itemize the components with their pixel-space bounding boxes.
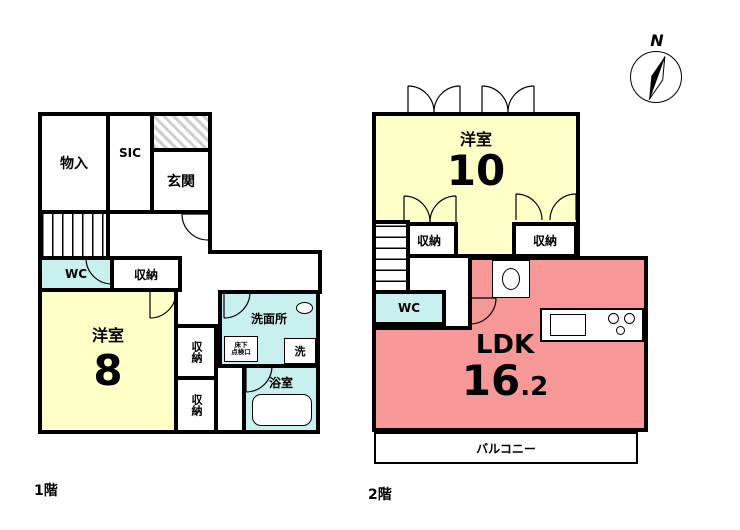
wall-segment: [468, 256, 648, 260]
washer-box: 洗: [284, 338, 316, 364]
room-label: WC: [64, 267, 88, 281]
wall-segment: [372, 326, 376, 432]
balcony: バルコニー: [374, 432, 638, 464]
room-1f-wc: WC: [38, 256, 114, 292]
balcony-label: バルコニー: [476, 441, 536, 456]
room-2f-ldk-size: 16.2: [410, 360, 600, 403]
room-2f-closet-b: 収納: [512, 222, 578, 258]
stairs-1f: [38, 210, 110, 260]
underfloor-hatch-label: 床下 点検口: [231, 340, 251, 356]
room-label: 浴室: [268, 376, 293, 390]
room-2f-ldk-name: LDK: [475, 330, 535, 360]
room-1f-yoshitsu-size: 8: [93, 346, 123, 395]
wall-segment: [644, 256, 648, 432]
stove-burner-icon: [616, 326, 625, 335]
room-1f-closet-c: 収納: [174, 376, 218, 434]
compass-needle-icon: [648, 56, 666, 100]
room-label: 収納: [190, 341, 203, 363]
washer-label: 洗: [294, 345, 306, 358]
wall-segment: [218, 430, 246, 434]
room-2f-yoshitsu-name: 洋室: [459, 130, 492, 149]
wall-segment: [208, 250, 322, 254]
wall-segment: [318, 250, 322, 294]
room-label: WC: [397, 301, 421, 315]
room-2f-wc: WC: [372, 290, 446, 326]
room-label: 物入: [60, 156, 88, 172]
room-label: 玄関: [167, 174, 195, 190]
room-label: 収納: [532, 233, 557, 248]
wall-segment: [208, 212, 212, 254]
entry-porch-hatched: [150, 112, 212, 152]
wall-segment: [372, 428, 648, 432]
room-1f-bathroom: 浴室: [242, 364, 320, 434]
room-1f-sic: SIC: [106, 112, 154, 214]
sink-icon: [296, 302, 313, 314]
room-label: 収納: [190, 394, 203, 416]
stove-burner-icon: [624, 313, 635, 324]
compass-icon: [630, 51, 682, 103]
compass-north-label: N: [650, 31, 664, 50]
ldk-size-sub: .2: [520, 372, 549, 402]
wall-segment: [372, 326, 472, 330]
room-label: SIC: [119, 146, 141, 160]
room-label: 収納: [416, 233, 441, 248]
underfloor-hatch-box: 床下 点検口: [224, 336, 258, 362]
floor1-label: 1階: [34, 483, 58, 499]
room-1f-storage-monoire: 物入: [38, 112, 110, 214]
room-2f-ldk-extension: [372, 326, 472, 432]
room-label: 収納: [133, 267, 158, 282]
room-1f-genkan: 玄関: [150, 148, 212, 214]
ldk-size-main: 16: [461, 356, 521, 405]
room-2f-yoshitsu-size: 10: [446, 146, 506, 195]
room-1f-closet-b: 収納: [174, 324, 218, 380]
toilet-icon: [502, 268, 520, 290]
floor2-label: 2階: [368, 487, 392, 503]
kitchen-sink: [550, 314, 586, 336]
toilet-niche: [492, 260, 530, 298]
room-1f-closet-a: 収納: [110, 256, 182, 292]
bathtub-icon: [252, 394, 312, 426]
wall-segment: [468, 256, 472, 330]
room-1f-yoshitsu-name: 洋室: [91, 326, 124, 345]
stove-burner-icon: [608, 313, 619, 324]
room-label: 洗面所: [250, 312, 287, 326]
